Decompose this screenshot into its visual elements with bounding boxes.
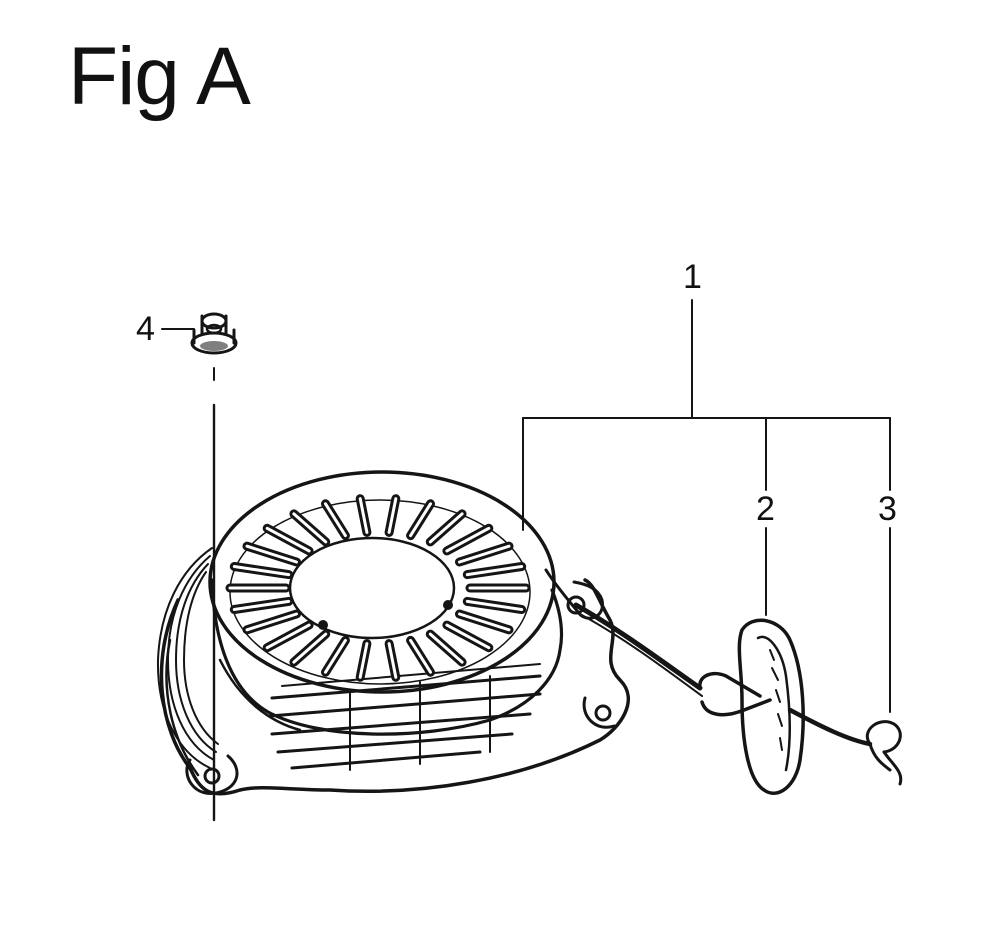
housing-center-plate (288, 536, 456, 640)
figure-title: Fig A (68, 31, 251, 122)
vent-slot-highlight (358, 497, 369, 534)
vent-slot-highlight (358, 642, 369, 679)
vent-slot-highlight (245, 612, 298, 632)
housing-vent-slots (225, 494, 531, 682)
starter-rope-part-3 (573, 602, 903, 786)
vent-slot-highlight (409, 638, 432, 674)
recoil-starter-housing-part-1 (156, 470, 631, 796)
housing-side-ribs (268, 663, 542, 771)
vent-slot-highlight (445, 526, 491, 553)
vent-slot-highlight (465, 565, 524, 577)
flange-nut-part-4 (190, 312, 238, 355)
vent-slot-highlight (428, 632, 464, 664)
vent-slot-highlight (292, 512, 328, 544)
starter-handle-part-2 (698, 618, 805, 795)
vent-slot-highlight (265, 623, 311, 650)
vent-slot-highlight (232, 599, 291, 611)
callout-4: 4 (136, 310, 155, 348)
callout-1: 1 (683, 258, 702, 296)
vent-slot-highlight (292, 632, 328, 664)
vent-slot-highlight (409, 502, 432, 538)
vent-slot-highlight (324, 638, 347, 674)
vent-slot-highlight (387, 642, 398, 679)
callout-3: 3 (878, 490, 897, 528)
vent-slot-highlight (265, 526, 311, 553)
vent-slot-highlight (245, 544, 298, 564)
vent-slot-highlight (445, 623, 491, 650)
housing-top-cover (208, 470, 556, 694)
vent-slot-highlight (458, 544, 511, 564)
callout-2: 2 (756, 490, 775, 528)
vent-slot-highlight (458, 612, 511, 632)
vent-slot-highlight (324, 502, 347, 538)
vent-slot-highlight (232, 565, 291, 577)
vent-slot-highlight (465, 599, 524, 611)
vent-slot-highlight (428, 512, 464, 544)
vent-slot-highlight (387, 497, 398, 534)
